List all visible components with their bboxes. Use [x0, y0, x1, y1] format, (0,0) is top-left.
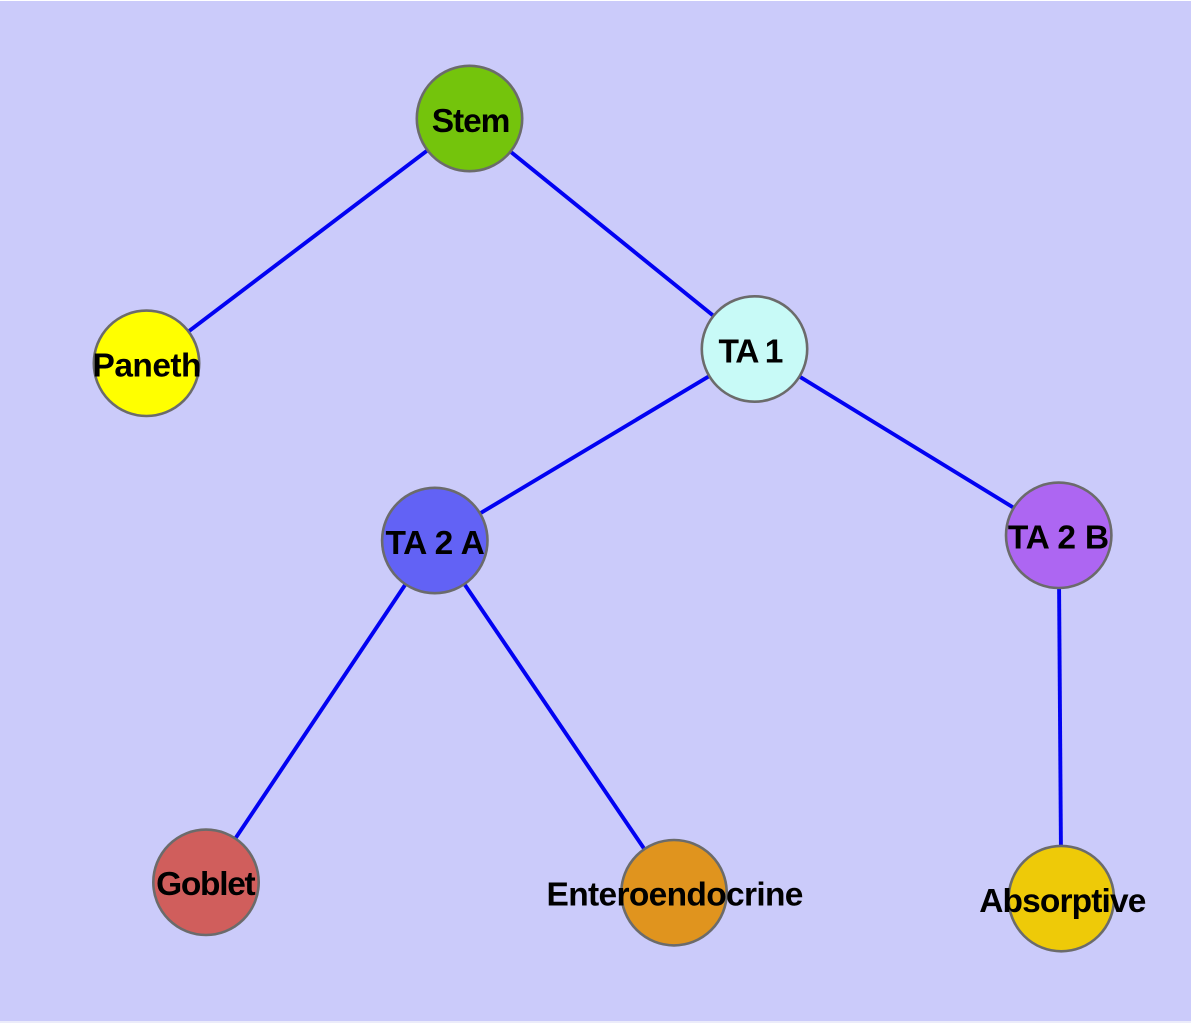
svg-text:Stem: Stem — [432, 103, 511, 140]
svg-text:Paneth: Paneth — [93, 347, 202, 384]
svg-text:Goblet: Goblet — [156, 866, 256, 903]
svg-text:Enteroendocrine: Enteroendocrine — [547, 876, 804, 913]
svg-text:TA 1: TA 1 — [719, 334, 784, 371]
svg-text:TA 2 A: TA 2 A — [386, 525, 485, 562]
svg-text:Absorptive: Absorptive — [979, 883, 1146, 920]
svg-text:TA 2 B: TA 2 B — [1008, 520, 1109, 557]
